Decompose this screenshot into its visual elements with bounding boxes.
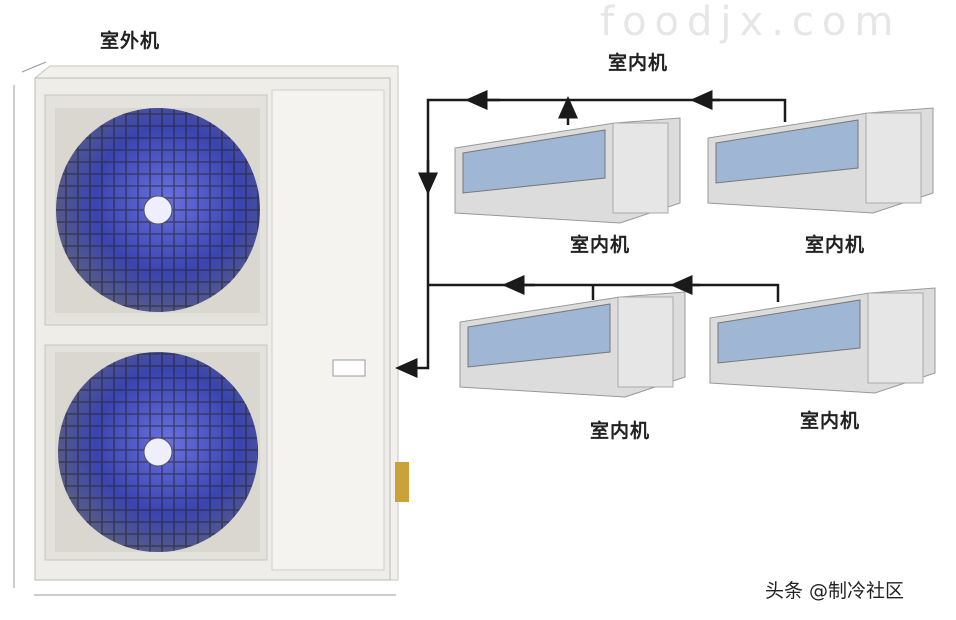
indoor-unit-3-label: 室内机 (590, 420, 651, 442)
credit-text: 头条 @制冷社区 (765, 580, 905, 602)
indoor-unit-1-label: 室内机 (570, 234, 631, 256)
watermark: foodjx.com (600, 0, 902, 45)
indoor-unit-4 (709, 287, 936, 394)
indoor-unit-3 (459, 291, 686, 398)
fan-lower (55, 352, 260, 552)
valve-fittings (395, 462, 409, 502)
indoor-unit-2 (707, 107, 934, 214)
outdoor-unit (34, 65, 409, 581)
dimension-lines (13, 61, 396, 596)
fan-upper (55, 108, 260, 313)
indoor-unit-4-label: 室内机 (800, 410, 861, 432)
indoor-units-header-label: 室内机 (608, 52, 669, 74)
indoor-unit-2-label: 室内机 (805, 234, 866, 256)
indoor-unit-1 (454, 117, 681, 224)
outdoor-unit-label: 室外机 (100, 30, 161, 52)
refrigerant-piping (395, 90, 787, 378)
